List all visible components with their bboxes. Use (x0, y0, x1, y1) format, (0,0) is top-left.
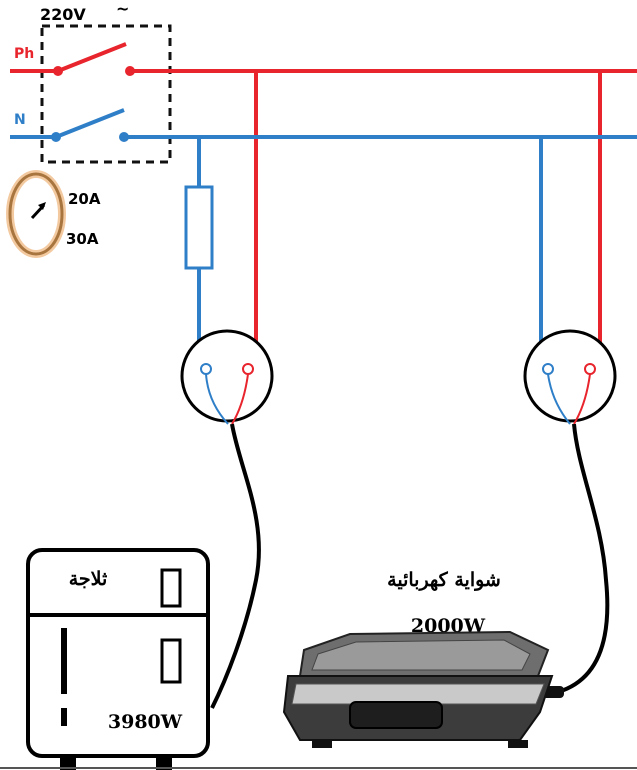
socket-phase-terminal (584, 363, 596, 375)
grill-name: شواية كهربائية (387, 569, 501, 591)
fridge: ثلاجة 3980W (26, 548, 210, 770)
grill-cable (557, 423, 610, 694)
fuse (184, 185, 214, 270)
electric-grill: شواية كهربائية 2000W (282, 569, 554, 748)
fridge-handle (160, 638, 182, 684)
supply-voltage-label: 220V (40, 5, 86, 24)
grill-power: 2000W (411, 615, 486, 637)
circuit-breaker: 20A 30A (6, 170, 101, 258)
socket-neutral-terminal (542, 363, 554, 375)
grill-handle (349, 701, 443, 729)
phase-label: Ph (14, 46, 34, 62)
main-switch-box (40, 24, 172, 164)
freezer-handle (160, 568, 182, 608)
phase-line (10, 42, 637, 343)
fridge-foot-right (156, 756, 172, 770)
fridge-cable (210, 423, 261, 709)
socket-neutral-terminal (200, 363, 212, 375)
left-socket (180, 329, 274, 425)
socket-phase-terminal (242, 363, 254, 375)
fridge-foot-left (60, 756, 76, 770)
breaker-rating-20a: 20A (68, 190, 101, 208)
neutral-line (10, 108, 637, 343)
ac-symbol: ~ (116, 0, 129, 18)
neutral-label: N (14, 112, 26, 128)
right-socket (523, 329, 617, 425)
fridge-name: ثلاجة (69, 568, 108, 590)
breaker-rating-30a: 30A (66, 230, 99, 248)
fridge-power: 3980W (108, 711, 183, 733)
